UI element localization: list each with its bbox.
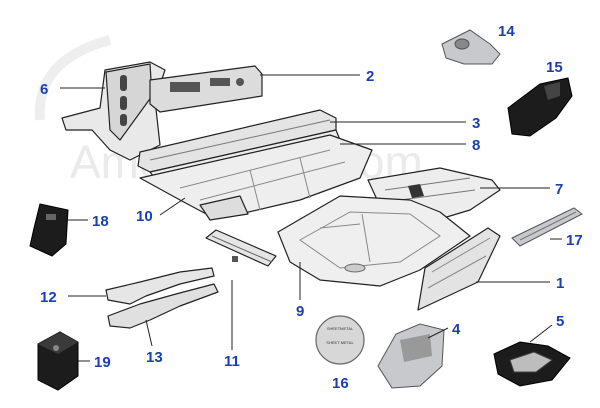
label-16: 16 xyxy=(332,375,349,392)
part-1-floor-pan-half[interactable] xyxy=(417,227,501,311)
label-8: 8 xyxy=(472,137,480,154)
label-1: 1 xyxy=(556,275,564,292)
label-17: 17 xyxy=(566,232,583,249)
label-11: 11 xyxy=(224,353,240,370)
plate-stamp-line-2: SHEET METAL xyxy=(326,340,354,345)
part-6-seat-frame-crossmember[interactable] xyxy=(61,61,263,161)
label-6: 6 xyxy=(40,81,48,98)
part-14-bracket[interactable] xyxy=(441,29,501,65)
label-4: 4 xyxy=(452,321,461,338)
part-5-bracket[interactable] xyxy=(493,341,571,387)
label-3: 3 xyxy=(472,115,480,132)
label-9: 9 xyxy=(296,303,304,320)
part-16-round-plate[interactable]: SHEETMETAL SHEET METAL xyxy=(315,315,365,365)
label-13: 13 xyxy=(146,349,163,366)
leader-lines xyxy=(60,74,562,362)
part-9-full-floor-pan[interactable] xyxy=(277,195,471,287)
label-10: 10 xyxy=(136,208,153,225)
part-10-rear-floor-pan[interactable] xyxy=(139,134,373,221)
part-19-black-block[interactable] xyxy=(37,331,79,391)
label-7: 7 xyxy=(555,181,563,198)
plate-stamp-line-1: SHEETMETAL xyxy=(327,326,354,331)
part-11-channel[interactable] xyxy=(205,229,277,267)
label-12: 12 xyxy=(40,289,57,306)
part-number-labels: 6 2 3 8 7 10 18 17 1 9 12 11 13 19 16 4 … xyxy=(40,23,583,392)
label-5: 5 xyxy=(556,313,564,330)
part-18-black-mount[interactable] xyxy=(29,203,69,257)
part-4-silver-bracket[interactable] xyxy=(377,323,445,389)
part-12-torque-box[interactable] xyxy=(105,267,215,305)
label-15: 15 xyxy=(546,59,563,76)
part-13-torque-box[interactable] xyxy=(107,283,219,329)
label-18: 18 xyxy=(92,213,109,230)
label-19: 19 xyxy=(94,354,111,371)
label-14: 14 xyxy=(498,23,515,40)
part-17-silver-strip[interactable] xyxy=(511,207,583,247)
label-2: 2 xyxy=(366,68,374,85)
part-15-black-bracket[interactable] xyxy=(507,77,573,137)
